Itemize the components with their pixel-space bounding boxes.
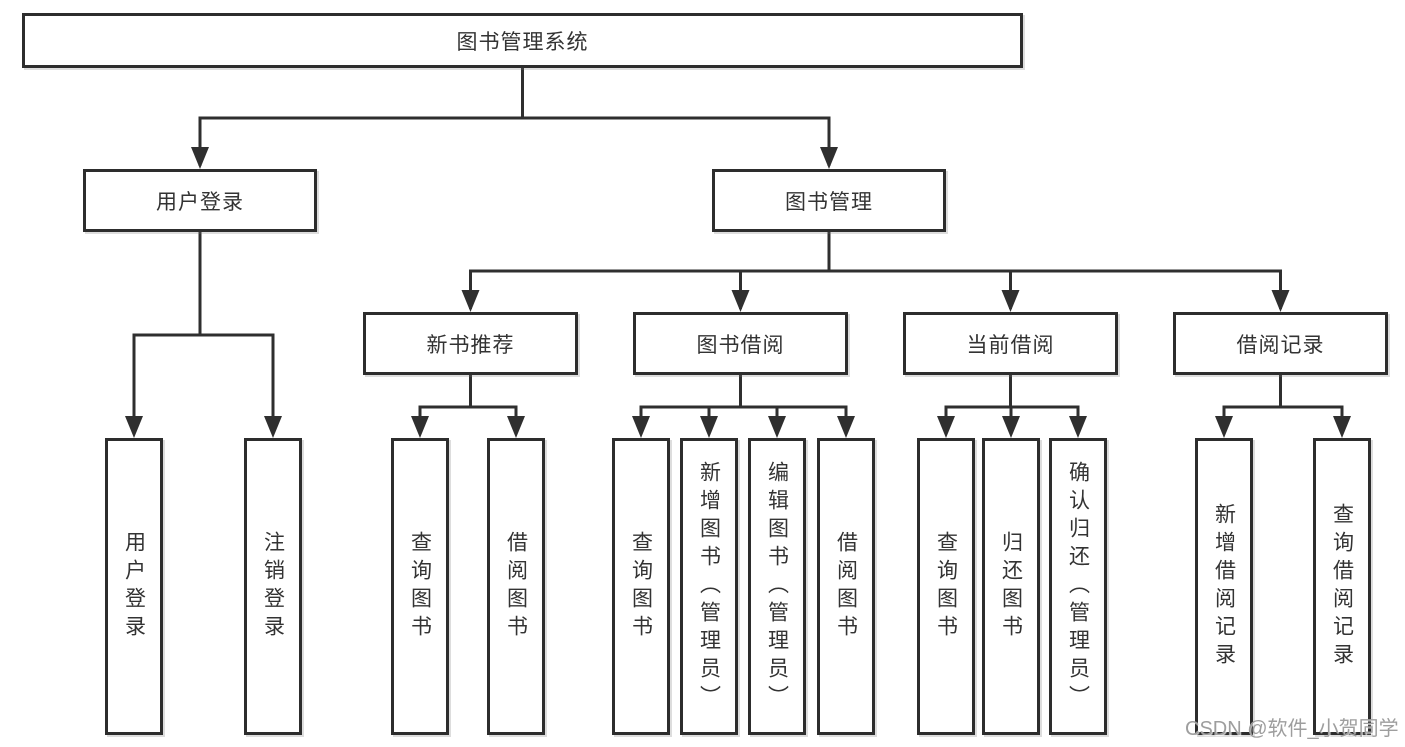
node-new-book-recommend: 新书推荐 xyxy=(363,312,578,375)
arrow-down-icon xyxy=(507,416,525,438)
arrow-down-icon xyxy=(820,147,838,169)
arrow-down-icon xyxy=(191,147,209,169)
node-borrow-books-recommend-label: 借阅图书 xyxy=(504,530,528,643)
arrow-down-icon xyxy=(1215,416,1233,438)
node-confirm-return-admin: 确认归还（管理员） xyxy=(1049,438,1107,735)
node-user-login-label: 用户登录 xyxy=(156,190,244,214)
node-book-borrowing-label: 图书借阅 xyxy=(696,333,785,357)
node-query-books-recommend: 查询图书 xyxy=(391,438,449,735)
connector-book-management-children xyxy=(469,230,1282,309)
node-logout-action-label: 注销登录 xyxy=(261,530,285,643)
node-user-login-action-label: 用户登录 xyxy=(122,530,146,643)
node-book-management-label: 图书管理 xyxy=(785,190,873,214)
arrow-down-icon xyxy=(411,416,429,438)
connector-book-borrowing-children xyxy=(639,373,848,434)
node-add-book-admin: 新增图书（管理员） xyxy=(680,438,738,735)
node-borrowing-records-label: 借阅记录 xyxy=(1236,333,1325,357)
connector-lines xyxy=(132,66,1344,434)
node-borrow-books-recommend: 借阅图书 xyxy=(487,438,545,735)
node-new-book-recommend-label: 新书推荐 xyxy=(426,333,515,357)
arrow-down-icon xyxy=(837,416,855,438)
node-current-borrowing: 当前借阅 xyxy=(903,312,1118,375)
node-user-login: 用户登录 xyxy=(83,169,317,232)
node-confirm-return-admin-label: 确认归还（管理员） xyxy=(1066,460,1090,713)
node-edit-book-admin-label: 编辑图书（管理员） xyxy=(765,460,789,713)
node-query-books-current: 查询图书 xyxy=(917,438,975,735)
node-book-management: 图书管理 xyxy=(712,169,946,232)
arrow-down-icon xyxy=(461,290,480,312)
node-query-books-borrowing: 查询图书 xyxy=(612,438,670,735)
node-query-books-current-label: 查询图书 xyxy=(934,530,958,643)
node-current-borrowing-label: 当前借阅 xyxy=(966,333,1055,357)
connector-borrowing-records-children xyxy=(1222,373,1344,434)
node-borrowing-records: 借阅记录 xyxy=(1173,312,1388,375)
arrow-down-icon xyxy=(1002,416,1020,438)
connector-new-book-children xyxy=(418,373,518,434)
connector-user-login-children xyxy=(132,230,275,434)
node-borrow-books-borrowing: 借阅图书 xyxy=(817,438,875,735)
arrow-down-icon xyxy=(1069,416,1087,438)
node-add-borrow-record: 新增借阅记录 xyxy=(1195,438,1253,735)
node-root: 图书管理系统 xyxy=(22,13,1023,68)
node-return-books-label: 归还图书 xyxy=(999,530,1023,643)
node-edit-book-admin: 编辑图书（管理员） xyxy=(748,438,806,735)
node-add-book-admin-label: 新增图书（管理员） xyxy=(697,460,721,713)
node-return-books: 归还图书 xyxy=(982,438,1040,735)
arrow-down-icon xyxy=(937,416,955,438)
node-logout-action: 注销登录 xyxy=(244,438,302,735)
node-query-books-recommend-label: 查询图书 xyxy=(408,530,432,643)
node-borrow-books-borrowing-label: 借阅图书 xyxy=(834,530,858,643)
arrow-down-icon xyxy=(632,416,650,438)
connector-root-to-level2 xyxy=(198,66,831,166)
arrow-down-icon xyxy=(1271,290,1290,312)
csdn-watermark: CSDN @软件_小贺同学 xyxy=(1185,718,1399,740)
arrow-down-icon xyxy=(731,290,750,312)
arrow-down-icon xyxy=(768,416,786,438)
node-query-borrow-record-label: 查询借阅记录 xyxy=(1330,502,1354,671)
arrowheads xyxy=(125,147,1351,438)
node-user-login-action: 用户登录 xyxy=(105,438,163,735)
node-add-borrow-record-label: 新增借阅记录 xyxy=(1212,502,1236,671)
arrow-down-icon xyxy=(264,416,282,438)
arrow-down-icon xyxy=(700,416,718,438)
node-query-borrow-record: 查询借阅记录 xyxy=(1313,438,1371,735)
arrow-down-icon xyxy=(1001,290,1020,312)
node-book-borrowing: 图书借阅 xyxy=(633,312,848,375)
arrow-down-icon xyxy=(1333,416,1351,438)
node-root-label: 图书管理系统 xyxy=(456,30,589,54)
node-query-books-borrowing-label: 查询图书 xyxy=(629,530,653,643)
arrow-down-icon xyxy=(125,416,143,438)
